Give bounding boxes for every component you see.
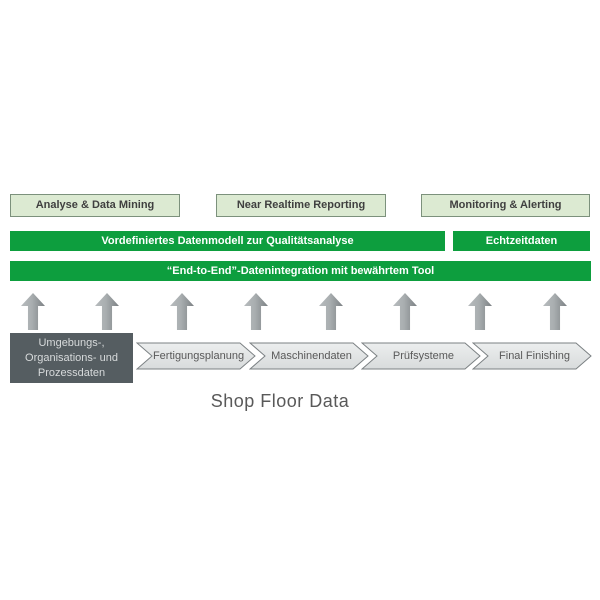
box-umgebungs-organisations-prozessdaten: Umgebungs-, Organisations- und Prozessda… (10, 333, 133, 383)
up-arrow-icon (393, 293, 417, 330)
chevron-right-icon (249, 342, 369, 370)
chevron-label: Prüfsysteme (392, 350, 455, 362)
chevron-fertigungsplanung: Fertigungsplanung (136, 342, 257, 370)
band-end-to-end-integration: “End-to-End”-Datenintegration mit bewähr… (10, 261, 591, 281)
up-arrow-icon (170, 293, 194, 330)
chevron-label: Final Finishing (499, 350, 570, 362)
up-arrow-icon (95, 293, 119, 330)
up-arrow-icon (543, 293, 567, 330)
up-arrow-icon (468, 293, 492, 330)
chevron-label: Maschinendaten (271, 350, 352, 362)
box-analyse-data-mining: Analyse & Data Mining (10, 194, 180, 217)
band-echtzeitdaten: Echtzeitdaten (453, 231, 590, 251)
chevron-pruefsysteme: Prüfsysteme (361, 342, 482, 370)
source-box-line: Umgebungs-, (38, 336, 105, 349)
band-datenmodell: Vordefiniertes Datenmodell zur Qualitäts… (10, 231, 445, 251)
chevron-right-icon (136, 342, 256, 370)
chevron-label: Fertigungsplanung (152, 350, 245, 362)
chevron-final-finishing: Final Finishing (472, 342, 593, 370)
caption-shop-floor-data: Shop Floor Data (210, 391, 350, 411)
chevron-right-icon (361, 342, 481, 370)
source-box-line: Organisations- und (25, 351, 118, 364)
source-box-line: Prozessdaten (37, 366, 106, 379)
chevron-maschinendaten: Maschinendaten (249, 342, 370, 370)
box-near-realtime-reporting: Near Realtime Reporting (216, 194, 386, 217)
up-arrow-icon (21, 293, 45, 330)
up-arrow-icon (244, 293, 268, 330)
box-monitoring-alerting: Monitoring & Alerting (421, 194, 590, 217)
up-arrow-icon (319, 293, 343, 330)
chevron-right-icon (472, 342, 592, 370)
